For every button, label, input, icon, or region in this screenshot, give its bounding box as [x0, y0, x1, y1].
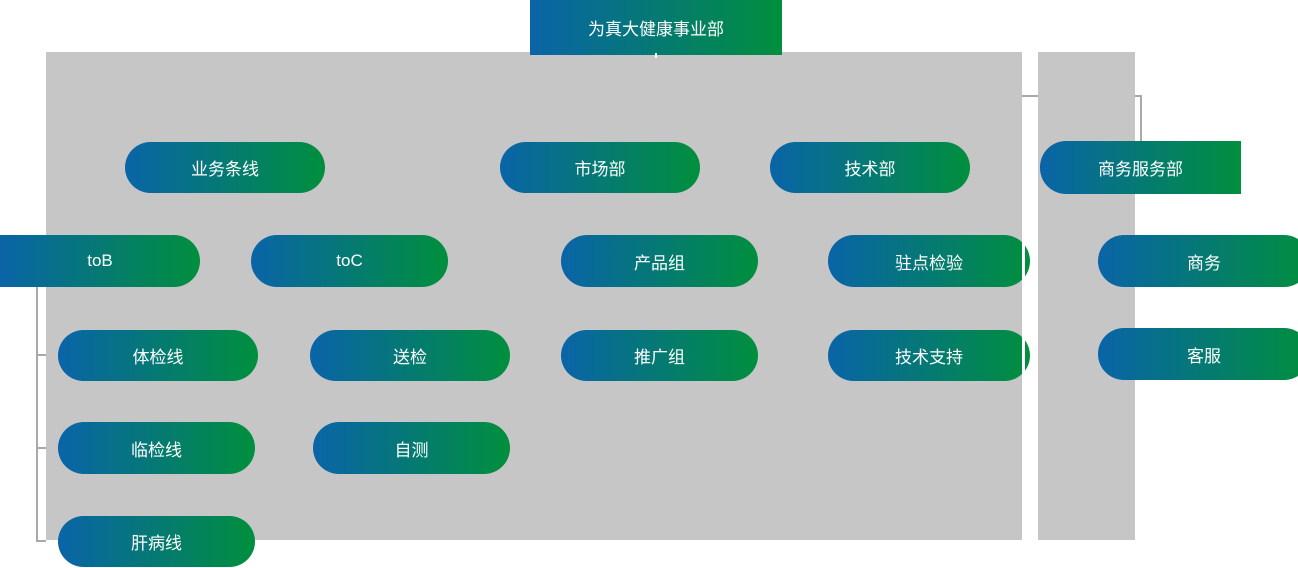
node-technology-dept-label: 技术部 — [844, 160, 896, 179]
node-business-lines-label: 业务条线 — [191, 160, 259, 179]
panel-gap-slit — [1022, 230, 1025, 388]
node-business: 商务 — [1098, 235, 1298, 287]
connector-business-services-vertical — [1140, 95, 1142, 144]
node-onsite-inspection: 驻点检验 — [828, 235, 1030, 287]
node-product-group-label: 产品组 — [634, 253, 685, 273]
node-promotion-group-label: 推广组 — [634, 348, 685, 367]
node-marketing-dept-label: 市场部 — [574, 160, 626, 179]
node-physical-exam-line-label: 体检线 — [132, 348, 184, 367]
node-business-services-dept: 商务服务部 — [1040, 141, 1241, 194]
node-business-services-dept-label: 商务服务部 — [1098, 160, 1183, 179]
node-self-test-label: 自测 — [394, 440, 429, 460]
node-business-lines: 业务条线 — [125, 142, 325, 193]
node-promotion-group: 推广组 — [561, 330, 758, 381]
node-root-label: 为真大健康事业部 — [588, 20, 724, 39]
right-gray-panel — [1038, 52, 1135, 540]
node-product-group: 产品组 — [561, 235, 758, 287]
node-physical-exam-line: 体检线 — [58, 330, 258, 381]
root-connector-stub — [655, 53, 657, 58]
node-clinical-line: 临检线 — [58, 422, 255, 474]
node-clinical-line-label: 临检线 — [131, 440, 182, 460]
node-technology-dept: 技术部 — [770, 142, 970, 193]
node-customer-service: 客服 — [1098, 328, 1298, 380]
node-tech-support: 技术支持 — [828, 330, 1030, 381]
node-liver-disease-line: 肝病线 — [58, 516, 255, 567]
node-onsite-inspection-label: 驻点检验 — [895, 253, 963, 273]
node-liver-disease-line-label: 肝病线 — [131, 534, 182, 553]
node-tob-label: toB — [87, 251, 113, 270]
node-sample-delivery: 送检 — [310, 330, 510, 381]
node-root: 为真大健康事业部 — [530, 0, 782, 55]
connector-tob-bracket-vertical — [36, 287, 38, 542]
node-tech-support-label: 技术支持 — [895, 348, 963, 367]
node-self-test: 自测 — [313, 422, 510, 474]
node-toc-label: toC — [336, 251, 363, 270]
node-sample-delivery-label: 送检 — [393, 348, 427, 367]
node-toc: toC — [251, 235, 448, 287]
connector-tick-liver — [36, 540, 46, 542]
node-tob: toB — [0, 235, 200, 287]
node-marketing-dept: 市场部 — [500, 142, 700, 193]
node-business-label: 商务 — [1187, 253, 1221, 273]
node-customer-service-label: 客服 — [1187, 346, 1221, 366]
connector-tick-clinical — [36, 447, 46, 449]
connector-tick-physical-exam — [36, 354, 46, 356]
